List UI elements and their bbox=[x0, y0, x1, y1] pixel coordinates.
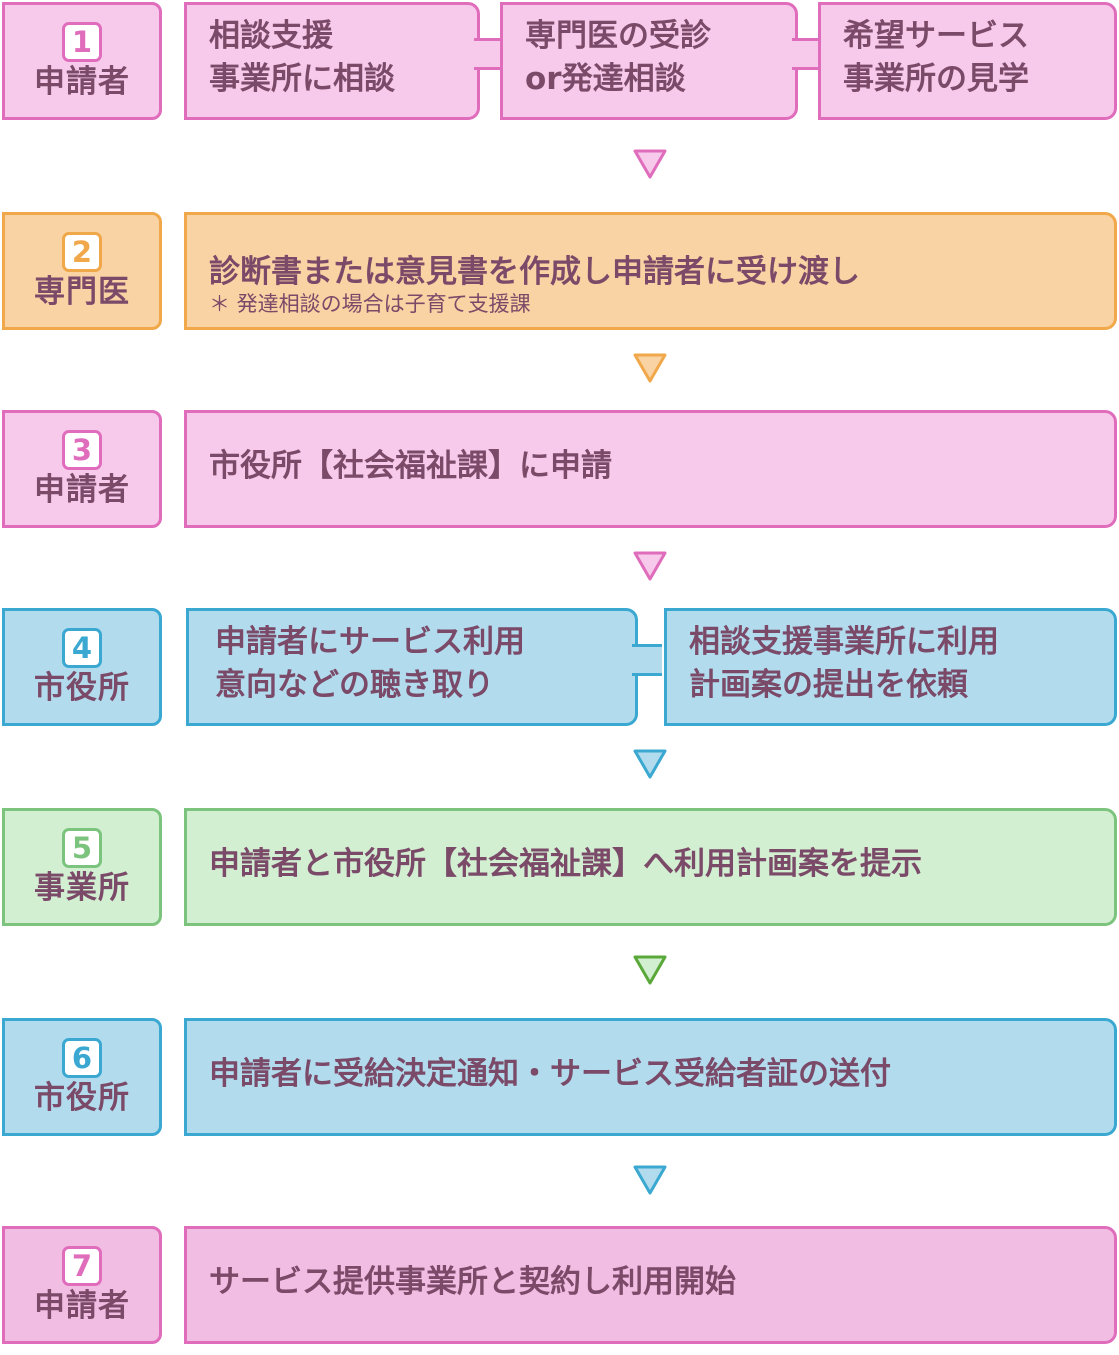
role-label: 申請者 bbox=[34, 64, 130, 101]
box-line: 申請者に受給決定通知・サービス受給者証の送付 bbox=[209, 1056, 891, 1092]
step-number: 4 bbox=[62, 628, 102, 669]
down-arrow-icon bbox=[633, 955, 667, 985]
step-4: 4 市役所 申請者にサービス利用 意向などの聴き取り 相談支援事業所に利用 計画… bbox=[0, 606, 1119, 728]
role-badge: 4 市役所 bbox=[2, 608, 162, 726]
box-line: 計画案の提出を依頼 bbox=[689, 667, 968, 703]
step-5: 5 事業所 申請者と市役所【社会福祉課】へ利用計画案を提示 bbox=[0, 806, 1119, 928]
box-line: 申請者と市役所【社会福祉課】へ利用計画案を提示 bbox=[209, 846, 922, 882]
down-arrow-icon bbox=[633, 749, 667, 779]
role-badge: 3 申請者 bbox=[2, 410, 162, 528]
box-line: 専門医の受診 bbox=[525, 18, 711, 54]
box-line: 事業所の見学 bbox=[843, 61, 1029, 97]
box-connector bbox=[474, 38, 504, 70]
step-box: 診断書または意見書を作成し申請者に受け渡し ＊ 発達相談の場合は子育て支援課 bbox=[184, 212, 1117, 330]
step-box: 希望サービス 事業所の見学 bbox=[818, 2, 1117, 120]
step-7: 7 申請者 サービス提供事業所と契約し利用開始 bbox=[0, 1224, 1119, 1346]
step-box: 申請者に受給決定通知・サービス受給者証の送付 bbox=[184, 1018, 1117, 1136]
box-line: 申請者にサービス利用 bbox=[215, 624, 525, 660]
box-connector bbox=[632, 644, 662, 676]
step-1: 1 申請者 相談支援 事業所に相談 専門医の受診 or発達相談 希望サービス 事… bbox=[0, 0, 1119, 122]
step-box: 相談支援 事業所に相談 bbox=[184, 2, 480, 120]
step-box: サービス提供事業所と契約し利用開始 bbox=[184, 1226, 1117, 1344]
role-label: 市役所 bbox=[34, 670, 130, 707]
step-number: 6 bbox=[62, 1038, 102, 1079]
box-line: 事業所に相談 bbox=[209, 61, 395, 97]
box-line: サービス提供事業所と契約し利用開始 bbox=[209, 1264, 736, 1300]
step-number: 3 bbox=[62, 430, 102, 471]
step-box: 申請者にサービス利用 意向などの聴き取り bbox=[186, 608, 638, 726]
role-badge: 6 市役所 bbox=[2, 1018, 162, 1136]
box-line: 市役所【社会福祉課】に申請 bbox=[209, 448, 612, 484]
step-2: 2 専門医 診断書または意見書を作成し申請者に受け渡し ＊ 発達相談の場合は子育… bbox=[0, 210, 1119, 332]
box-connector bbox=[792, 38, 822, 70]
step-number: 7 bbox=[62, 1246, 102, 1287]
step-number: 5 bbox=[62, 828, 102, 869]
role-badge: 1 申請者 bbox=[2, 2, 162, 120]
step-box: 相談支援事業所に利用 計画案の提出を依頼 bbox=[664, 608, 1117, 726]
footnote: ＊ 発達相談の場合は子育て支援課 bbox=[209, 292, 531, 316]
role-badge: 5 事業所 bbox=[2, 808, 162, 926]
role-label: 事業所 bbox=[34, 870, 130, 907]
down-arrow-icon bbox=[633, 149, 667, 179]
box-line: 相談支援 bbox=[209, 18, 333, 54]
step-box: 市役所【社会福祉課】に申請 bbox=[184, 410, 1117, 528]
step-number: 2 bbox=[62, 232, 102, 273]
box-line: 相談支援事業所に利用 bbox=[689, 624, 999, 660]
role-label: 専門医 bbox=[34, 274, 130, 311]
down-arrow-icon bbox=[633, 1165, 667, 1195]
box-line: 希望サービス bbox=[843, 18, 1029, 54]
role-label: 申請者 bbox=[34, 472, 130, 509]
down-arrow-icon bbox=[633, 551, 667, 581]
box-line: or発達相談 bbox=[525, 61, 686, 97]
step-3: 3 申請者 市役所【社会福祉課】に申請 bbox=[0, 408, 1119, 530]
role-badge: 7 申請者 bbox=[2, 1226, 162, 1344]
box-line: 意向などの聴き取り bbox=[215, 667, 494, 703]
step-number: 1 bbox=[62, 22, 102, 63]
role-label: 市役所 bbox=[34, 1080, 130, 1117]
down-arrow-icon bbox=[633, 353, 667, 383]
box-line: 診断書または意見書を作成し申請者に受け渡し bbox=[209, 254, 860, 290]
step-box: 申請者と市役所【社会福祉課】へ利用計画案を提示 bbox=[184, 808, 1117, 926]
step-6: 6 市役所 申請者に受給決定通知・サービス受給者証の送付 bbox=[0, 1016, 1119, 1138]
role-badge: 2 専門医 bbox=[2, 212, 162, 330]
step-box: 専門医の受診 or発達相談 bbox=[500, 2, 798, 120]
role-label: 申請者 bbox=[34, 1288, 130, 1325]
